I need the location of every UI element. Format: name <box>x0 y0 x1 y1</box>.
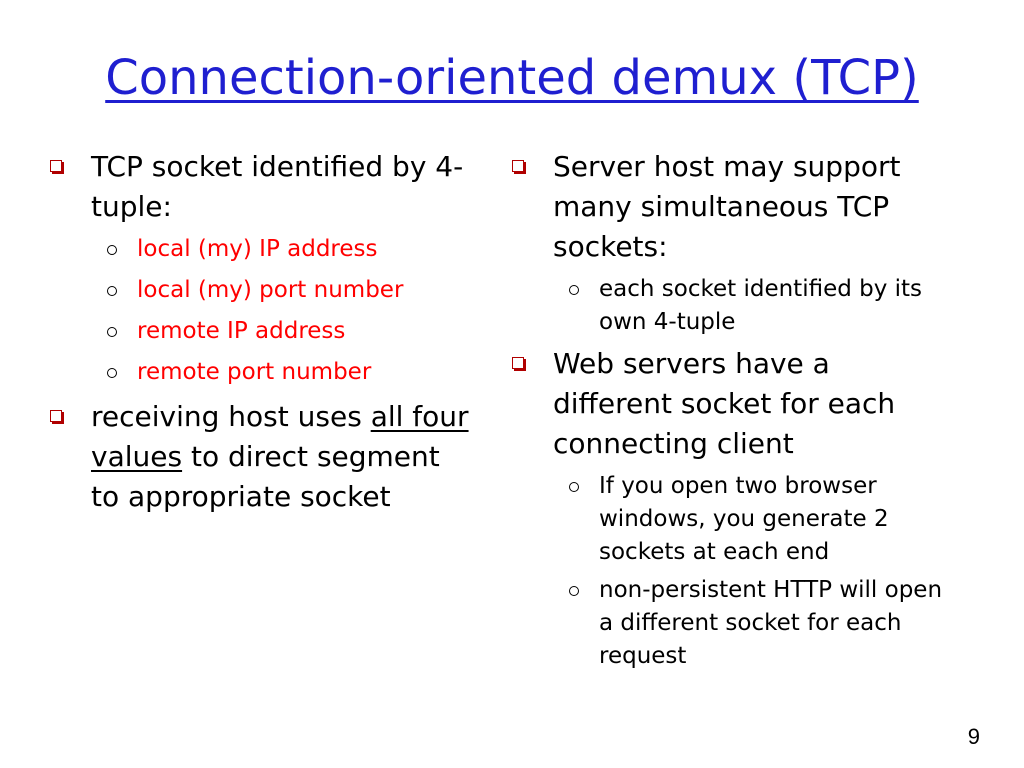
bullet-receiving-host: receiving host uses all four values to d… <box>50 397 475 517</box>
bullet-web-servers: Web servers have a different socket for … <box>512 344 952 464</box>
circle-bullet-icon <box>569 482 579 492</box>
circle-bullet-icon <box>107 327 117 337</box>
sublist-server-sockets: each socket identified by its own 4-tupl… <box>512 273 952 339</box>
circle-bullet-icon <box>107 245 117 255</box>
sub-item-remote-port: remote port number <box>50 356 475 389</box>
bullet-server-host: Server host may support many simultaneou… <box>512 147 952 267</box>
sub-item-local-ip: local (my) IP address <box>50 233 475 266</box>
bullet-tcp-socket-identified: TCP socket identified by 4-tuple: <box>50 147 475 227</box>
square-bullet-icon <box>50 410 62 422</box>
sub-item-local-port: local (my) port number <box>50 274 475 307</box>
page-number: 9 <box>967 724 980 749</box>
sub-item-text: each socket identified by its own 4-tupl… <box>599 276 923 335</box>
sub-item-text: remote port number <box>137 359 372 385</box>
sub-item-remote-ip: remote IP address <box>50 315 475 348</box>
slide-title: Connection-oriented demux (TCP) <box>105 50 919 106</box>
sub-item-text: non-persistent HTTP will open a differen… <box>599 577 943 669</box>
bullet-text-underlined: all four values <box>91 400 469 473</box>
sub-item-own-4-tuple: each socket identified by its own 4-tupl… <box>512 273 952 339</box>
sub-item-text: local (my) IP address <box>137 236 378 262</box>
bullet-text: Server host may support many simultaneou… <box>553 150 901 263</box>
circle-bullet-icon <box>569 586 579 596</box>
sub-item-text: If you open two browser windows, you gen… <box>599 473 889 565</box>
right-column: Server host may support many simultaneou… <box>512 147 952 678</box>
sublist-web-servers: If you open two browser windows, you gen… <box>512 470 952 673</box>
sublist-4-tuple: local (my) IP address local (my) port nu… <box>50 233 475 389</box>
sub-item-text: local (my) port number <box>137 277 404 303</box>
bullet-text: Web servers have a different socket for … <box>553 347 896 460</box>
circle-bullet-icon <box>569 285 579 295</box>
left-column: TCP socket identified by 4-tuple: local … <box>50 147 475 523</box>
square-bullet-icon <box>512 160 524 172</box>
circle-bullet-icon <box>107 286 117 296</box>
circle-bullet-icon <box>107 368 117 378</box>
sub-item-browser-windows: If you open two browser windows, you gen… <box>512 470 952 569</box>
sub-item-text: remote IP address <box>137 318 346 344</box>
square-bullet-icon <box>50 160 62 172</box>
bullet-text-before: receiving host uses <box>91 400 371 433</box>
bullet-text-after: to direct segment to appropriate socket <box>91 440 440 513</box>
square-bullet-icon <box>512 357 524 369</box>
bullet-text: TCP socket identified by 4-tuple: <box>91 150 464 223</box>
sub-item-non-persistent-http: non-persistent HTTP will open a differen… <box>512 574 952 673</box>
